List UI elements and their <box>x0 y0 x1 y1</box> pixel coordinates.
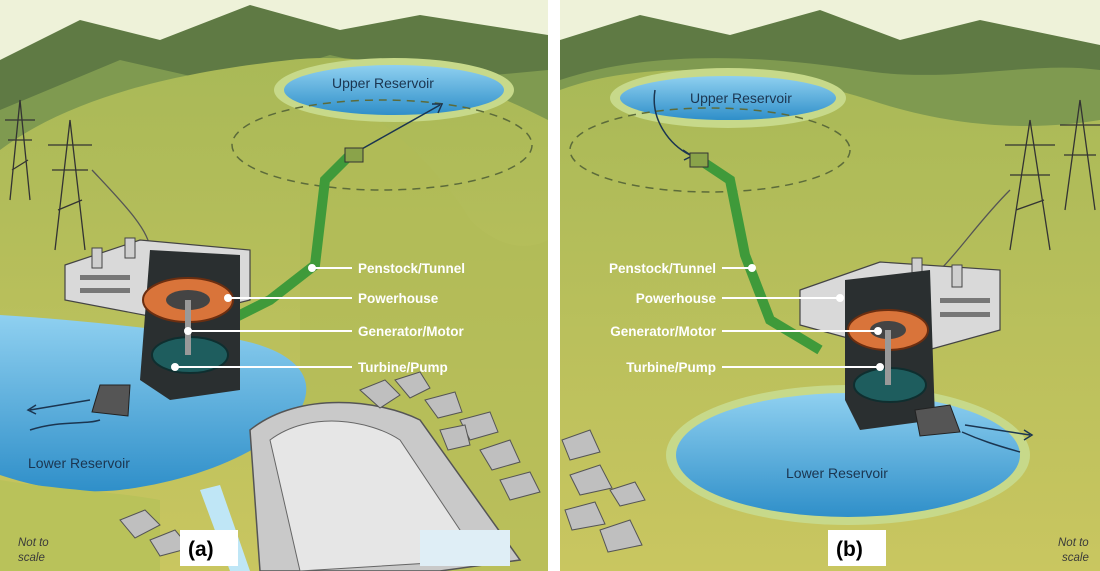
flow-arrow-in-a <box>29 419 101 431</box>
panel-b: Upper Reservoir Lower Reservoir <box>560 0 1100 571</box>
foreground-hill-a <box>0 480 160 571</box>
flow-arrow-up-a <box>359 103 444 151</box>
not-to-scale-a-line1: Not to <box>18 537 49 549</box>
turbine-label-b: Turbine/Pump <box>626 360 716 375</box>
powerhouse-label-b: Powerhouse <box>636 291 717 306</box>
not-to-scale-b-line1: Not to <box>1058 537 1089 549</box>
penstock-label-a: Penstock/Tunnel <box>358 261 465 276</box>
lower-reservoir-label-a: Lower Reservoir <box>28 455 130 471</box>
rocks-a <box>119 371 541 557</box>
panel-tag-box-b <box>828 530 886 566</box>
panel-a: Upper Reservoir <box>0 0 548 571</box>
generator-label-b: Generator/Motor <box>610 324 717 339</box>
flow-arrow-out-a <box>26 399 91 415</box>
transmission-towers-b <box>939 99 1100 271</box>
panel-divider <box>548 0 560 571</box>
upper-reservoir-label-b: Upper Reservoir <box>690 90 792 106</box>
rocks-b <box>561 429 646 553</box>
panel-tag-a: (a) <box>188 538 214 561</box>
intake-a <box>344 147 364 163</box>
not-to-scale-b-line2: scale <box>1062 552 1089 564</box>
reservoir-dashed-outline-a <box>231 99 533 191</box>
draft-tube-b <box>914 404 961 437</box>
panel-tag-box-a <box>180 530 238 566</box>
leaders-a <box>171 264 352 371</box>
dam-a <box>249 401 522 571</box>
generator-label-a: Generator/Motor <box>358 324 465 339</box>
flow-arrow-in-b <box>961 431 1021 453</box>
penstock-a <box>187 151 354 345</box>
panel-tag-b: (b) <box>836 538 863 561</box>
penstock-label-b: Penstock/Tunnel <box>609 261 716 276</box>
powerhouse-label-a: Powerhouse <box>358 291 439 306</box>
intake-b <box>689 152 709 168</box>
lower-reservoir-b <box>676 393 1020 517</box>
draft-tube-a <box>91 384 131 417</box>
turbine-label-a: Turbine/Pump <box>358 360 448 375</box>
lower-reservoir-label-b: Lower Reservoir <box>786 465 888 481</box>
leaders-b <box>722 264 884 371</box>
powerhouse-a <box>64 237 251 400</box>
flow-arrow-out-b <box>964 424 1034 441</box>
reservoir-dashed-outline-b <box>569 107 851 193</box>
not-to-scale-a-line2: scale <box>18 552 45 564</box>
upper-reservoir-label-a: Upper Reservoir <box>332 75 434 91</box>
